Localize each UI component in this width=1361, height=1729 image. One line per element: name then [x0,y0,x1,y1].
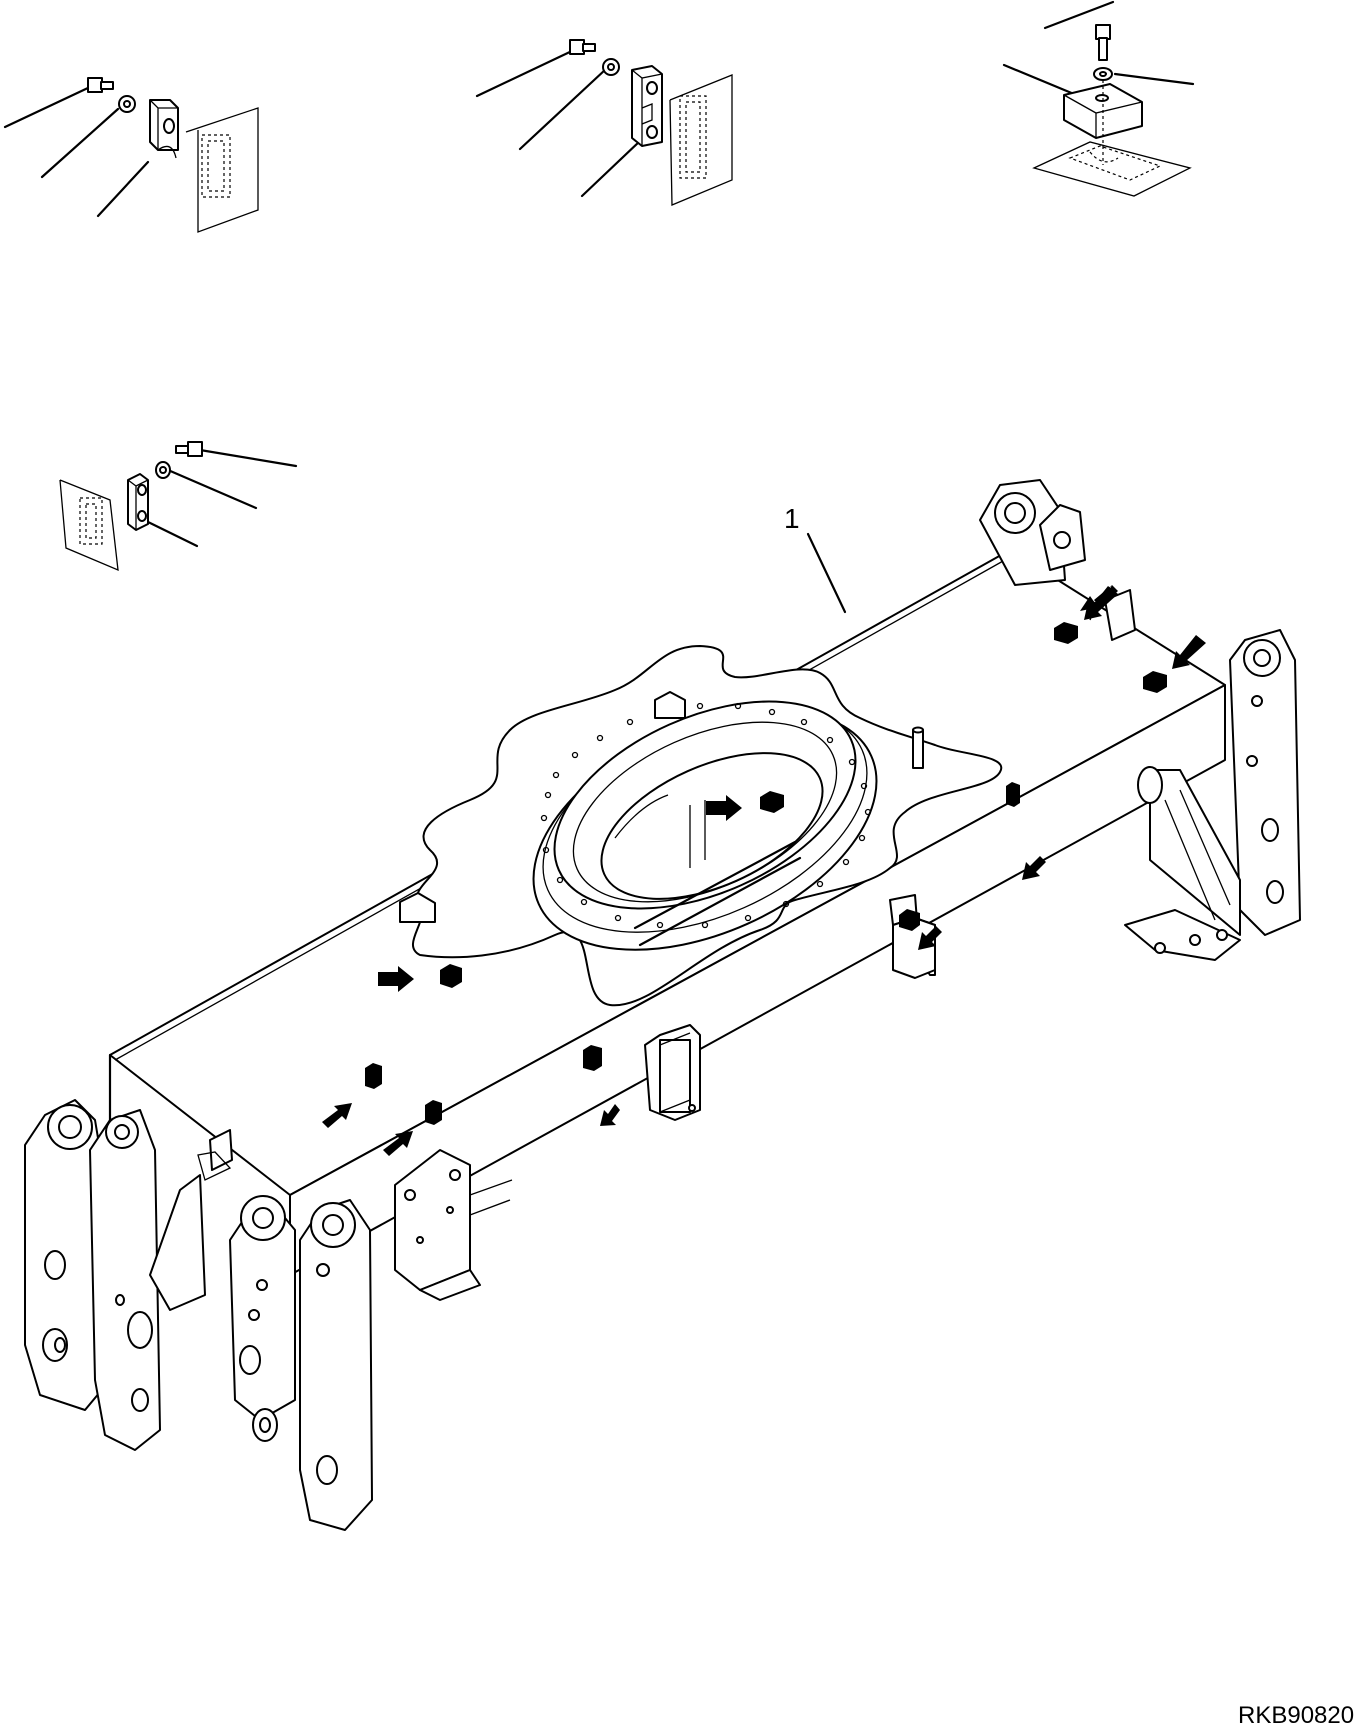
pad-block-icon [583,1045,602,1071]
washer-icon [602,58,620,76]
washer-icon [1093,67,1113,81]
clamp-block [631,65,663,147]
callout-1: 1 [784,503,847,614]
mounting-plate [59,479,119,572]
bolt-icon [1095,24,1111,61]
bolt-icon [175,441,203,457]
post [912,729,924,769]
arrow-indicator-icon [918,926,942,950]
clamp-block [127,473,149,531]
detail-view-a [3,77,259,233]
pads [365,622,1167,1125]
drawing-code: RKB90820 [1238,1702,1354,1729]
mounting-plate [185,107,259,233]
bolt-icon [87,77,114,93]
arrow-indicator-icon [1022,856,1046,880]
main-frame [24,479,1301,1531]
arrow-indicator-icon [383,1131,413,1156]
slewing-ring [532,700,878,951]
washer-icon [118,95,136,113]
mounting-plate [1032,141,1192,197]
front-lug-assembly [24,1099,513,1531]
arrow-indicator-icon [706,795,742,821]
pad-block-icon [365,1063,382,1089]
pad-block-icon [1006,782,1020,807]
washer-icon [155,461,171,479]
side-bracket-left [644,1024,701,1121]
clamp-block [149,99,179,159]
arrow-indicator-icon [1172,635,1206,669]
arrow-indicator-icon [600,1104,620,1126]
bolt-icon [569,39,596,55]
detail-view-c [1002,0,1195,197]
detail-view-d [59,441,298,572]
arrow-indicator-icon [378,966,414,992]
rear-lug-assembly [979,479,1301,961]
pad-block-icon [1054,622,1078,644]
arrow-indicator-icon [1084,586,1118,620]
pad-block-icon [1143,671,1167,693]
detail-view-b [475,39,733,206]
pad-block-icon [899,909,920,931]
mounting-plate [669,74,733,206]
pad-block-icon [440,964,462,988]
pad-block-icon [425,1100,442,1125]
bolt-holes [540,702,872,929]
arrow-indicator-icon [322,1103,352,1128]
pad-block-icon [760,791,784,813]
callout-label: 1 [784,503,800,534]
arrows [322,585,1206,1156]
